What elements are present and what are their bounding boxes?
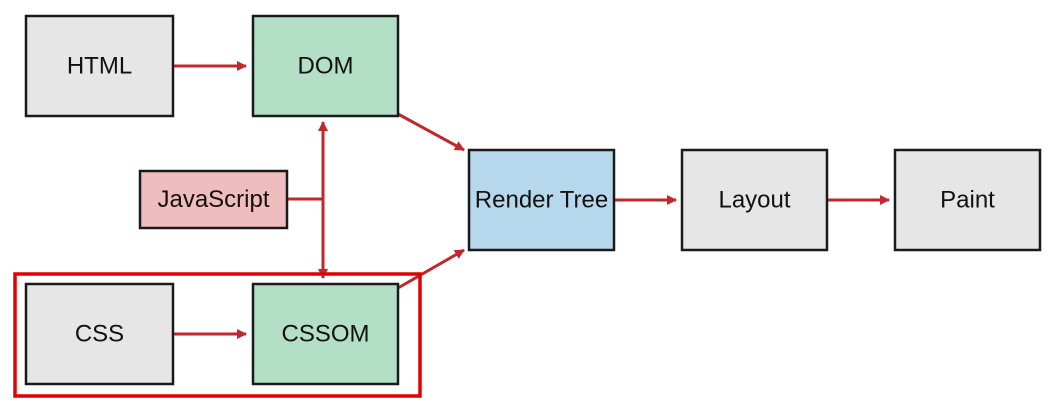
node-javascript-label: JavaScript (157, 186, 269, 213)
node-dom-label: DOM (298, 53, 354, 80)
node-cssom-label: CSSOM (281, 321, 369, 348)
edge-cssom-to-render-tree (397, 248, 465, 290)
css-cssom-highlight-frame (13, 272, 422, 398)
node-layout-label: Layout (718, 187, 790, 214)
node-cssom-box (251, 282, 400, 386)
node-layout-box (680, 148, 829, 252)
node-render-tree: Render Tree (467, 148, 616, 252)
node-render-tree-label: Render Tree (475, 187, 608, 214)
node-html-box (24, 14, 175, 118)
node-css-box (24, 282, 175, 386)
node-javascript: JavaScript (138, 169, 289, 230)
node-css-label: CSS (75, 321, 124, 348)
node-dom-box (251, 14, 400, 118)
node-dom: DOM (251, 14, 400, 118)
node-html-label: HTML (67, 53, 132, 80)
edges (173, 61, 890, 339)
node-css: CSS (24, 282, 175, 386)
node-paint: Paint (893, 148, 1042, 252)
node-cssom: CSSOM (251, 282, 400, 386)
node-paint-box (893, 148, 1042, 252)
node-layout: Layout (680, 148, 829, 252)
node-paint-label: Paint (940, 187, 995, 214)
node-html: HTML (24, 14, 175, 118)
node-render-tree-box (467, 148, 616, 252)
node-javascript-box (138, 169, 289, 230)
edge-dom-to-render-tree (397, 112, 465, 152)
